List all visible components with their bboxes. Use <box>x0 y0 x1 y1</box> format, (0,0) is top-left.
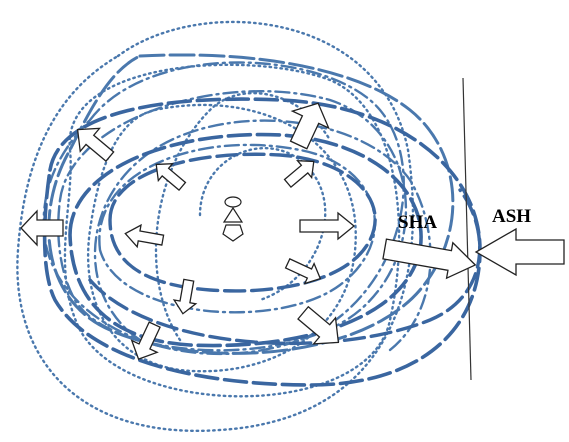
arrow-left-outer-icon <box>20 209 64 247</box>
dashdot-loop-3 <box>98 143 377 314</box>
outer-dotted-loop-1 <box>16 20 415 433</box>
sha-arrow-icon <box>382 238 477 280</box>
person-pentagon-icon <box>222 196 244 242</box>
dash-loop-3 <box>68 132 423 348</box>
arrow-up-left-large-icon <box>76 127 115 163</box>
arrow-left-inner-icon <box>124 223 165 249</box>
boundary-line <box>462 77 472 381</box>
ash-label: ASH <box>492 206 532 227</box>
dashdot-loop-2 <box>57 90 408 352</box>
arrow-down-left-large-icon <box>130 321 161 360</box>
arrow-down-left-icon <box>172 278 198 315</box>
dash-loop-4 <box>108 152 377 293</box>
arrow-up-right-large-icon <box>289 102 330 150</box>
arrow-right-center-icon <box>299 211 356 241</box>
ash-arrow-icon <box>474 227 565 277</box>
sha-label: SHA <box>398 212 438 233</box>
arrow-down-right-large-icon <box>297 305 340 345</box>
dash-loop-1 <box>47 53 455 355</box>
arrow-right-down-icon <box>284 257 322 285</box>
dash-loop-2 <box>42 97 482 387</box>
outer-dotted-loop-2 <box>63 63 401 398</box>
dash-loop-5 <box>88 188 482 346</box>
arrow-up-left-small-icon <box>155 163 187 192</box>
arrow-up-right-small-icon <box>283 160 315 189</box>
